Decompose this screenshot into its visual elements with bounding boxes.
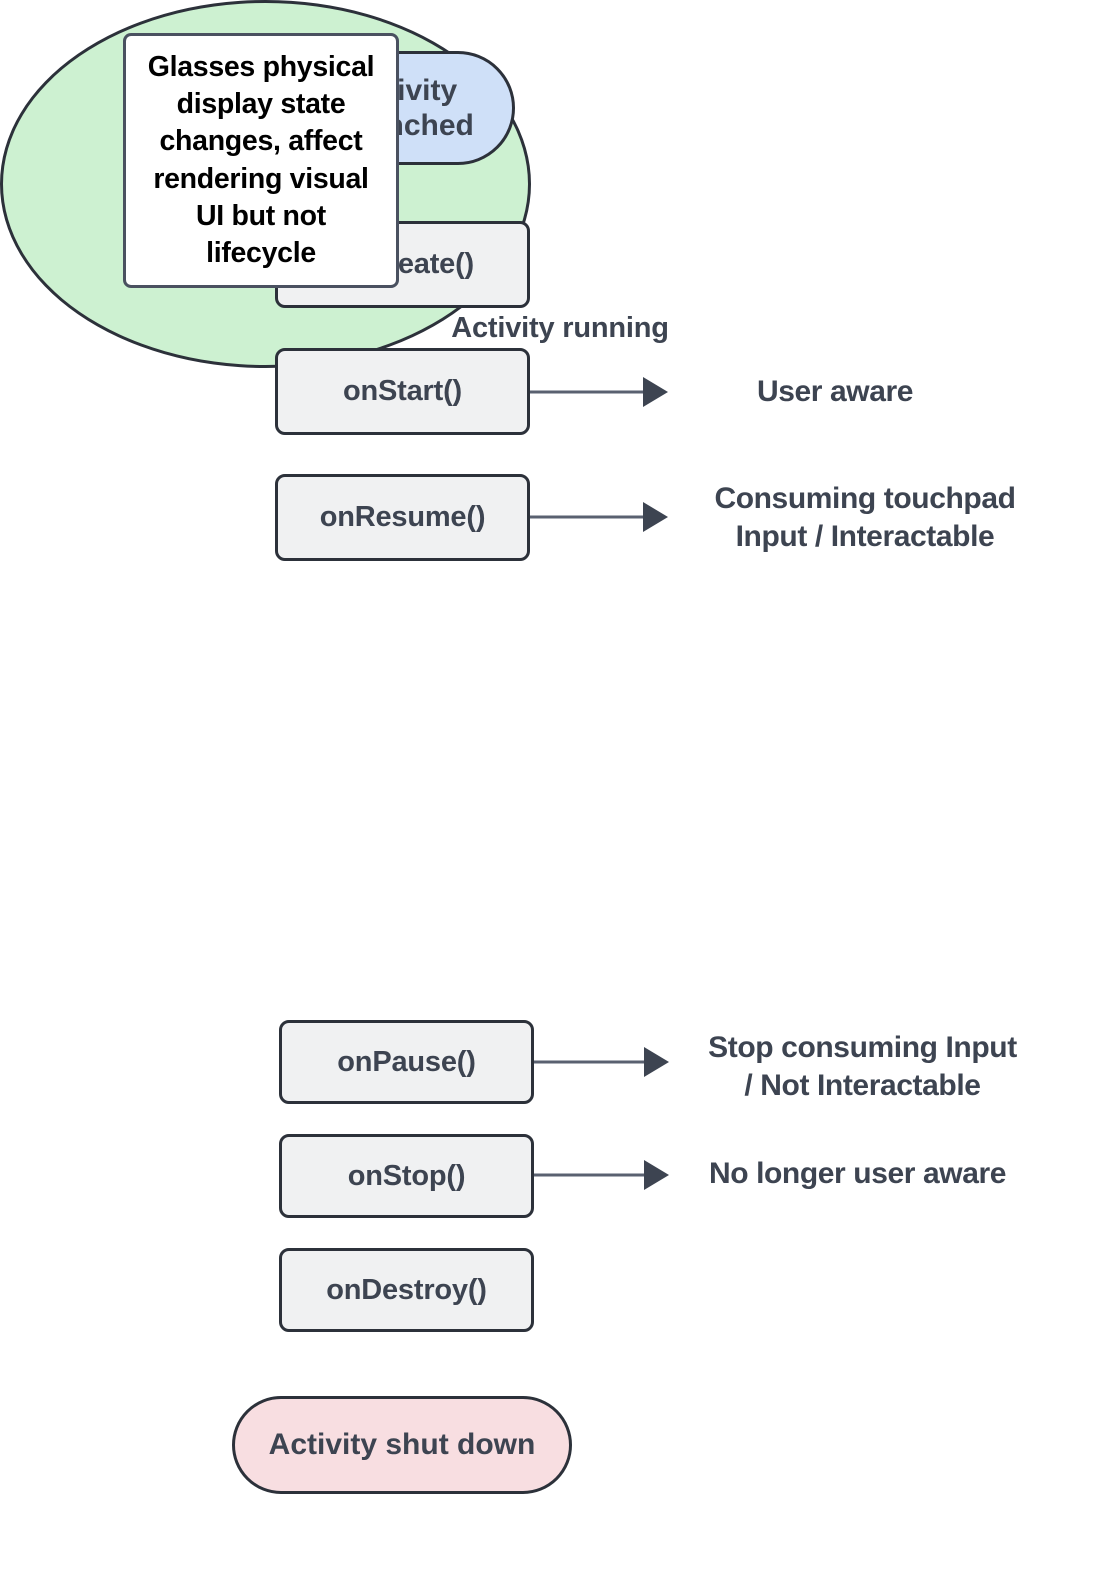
- arrow-right-icon-line: [530, 390, 650, 394]
- node-onstop[interactable]: onStop(): [279, 1134, 534, 1218]
- arrow-right-icon-line: [530, 515, 650, 519]
- arrow-right-icon: [644, 1047, 669, 1077]
- arrow-right-icon: [643, 377, 668, 407]
- annotation-consuming-input: Consuming touchpad Input / Interactable: [690, 478, 1040, 558]
- note-glasses-display-state: Glasses physical display state changes, …: [123, 33, 399, 288]
- node-onpause-label: onPause(): [337, 1045, 476, 1078]
- annotation-consuming-input-line1: Consuming touchpad: [714, 482, 1016, 516]
- node-onstart[interactable]: onStart(): [275, 348, 530, 435]
- node-activity-running-caption: Activity running: [451, 312, 669, 344]
- node-onresume[interactable]: onResume(): [275, 474, 530, 561]
- annotation-stop-consuming-line2: / Not Interactable: [744, 1069, 981, 1102]
- note-line-3: changes, affect: [159, 125, 363, 158]
- arrow-right-icon-line: [534, 1060, 651, 1064]
- annotation-consuming-input-line2: Input / Interactable: [735, 520, 995, 553]
- arrow-onstop-to-no-longer-aware: [534, 1159, 674, 1191]
- node-ondestroy[interactable]: onDestroy(): [279, 1248, 534, 1332]
- annotation-user-aware: User aware: [690, 371, 980, 413]
- node-activity-shut-down[interactable]: Activity shut down: [232, 1396, 572, 1494]
- note-line-1: Glasses physical: [147, 51, 375, 84]
- arrow-right-icon: [643, 502, 668, 532]
- annotation-no-longer-aware-line1: No longer user aware: [708, 1157, 1007, 1191]
- annotation-stop-consuming-line1: Stop consuming Input: [708, 1031, 1017, 1065]
- note-line-6: lifecycle: [206, 236, 316, 269]
- arrow-onpause-to-stop-consuming: [534, 1046, 674, 1078]
- node-ondestroy-label: onDestroy(): [326, 1273, 487, 1306]
- note-line-4: rendering visual: [153, 162, 369, 195]
- node-onstart-label: onStart(): [342, 375, 462, 408]
- annotation-stop-consuming: Stop consuming Input / Not Interactable: [685, 1027, 1040, 1107]
- note-glasses-display-state-text: Glasses physical display state changes, …: [148, 49, 375, 271]
- node-onpause[interactable]: onPause(): [279, 1020, 534, 1104]
- annotation-no-longer-aware: No longer user aware: [685, 1153, 1030, 1195]
- node-oncreate[interactable]: onCreate(): [275, 221, 530, 308]
- arrow-onstart-to-user-aware: [530, 376, 670, 408]
- annotation-user-aware-line1: User aware: [756, 375, 914, 409]
- node-activity-shut-down-label: Activity shut down: [268, 1428, 536, 1462]
- arrow-onresume-to-consuming-input: [530, 501, 670, 533]
- node-onresume-label: onResume(): [319, 501, 486, 534]
- arrow-right-icon-line: [534, 1173, 651, 1177]
- note-line-2: display state: [176, 88, 346, 121]
- arrow-right-icon: [644, 1160, 669, 1190]
- node-onstop-label: onStop(): [347, 1159, 466, 1192]
- note-line-5: UI but not: [196, 199, 326, 232]
